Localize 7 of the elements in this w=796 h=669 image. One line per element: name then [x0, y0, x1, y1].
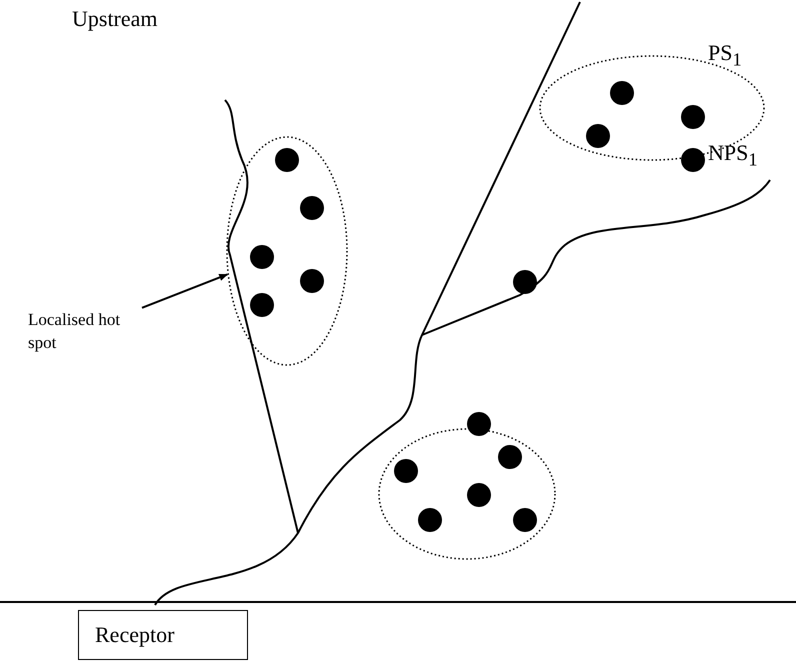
annotation-text: Localised hot spot: [28, 308, 138, 354]
receptor-box: Receptor: [78, 610, 248, 660]
arrow: [142, 273, 228, 309]
catchment-area-outline: [226, 136, 348, 366]
direction-label: Upstream: [72, 6, 158, 32]
source-label: PS$_{1}$: [708, 40, 742, 72]
source-label: NPS$_{1}$: [708, 140, 758, 172]
